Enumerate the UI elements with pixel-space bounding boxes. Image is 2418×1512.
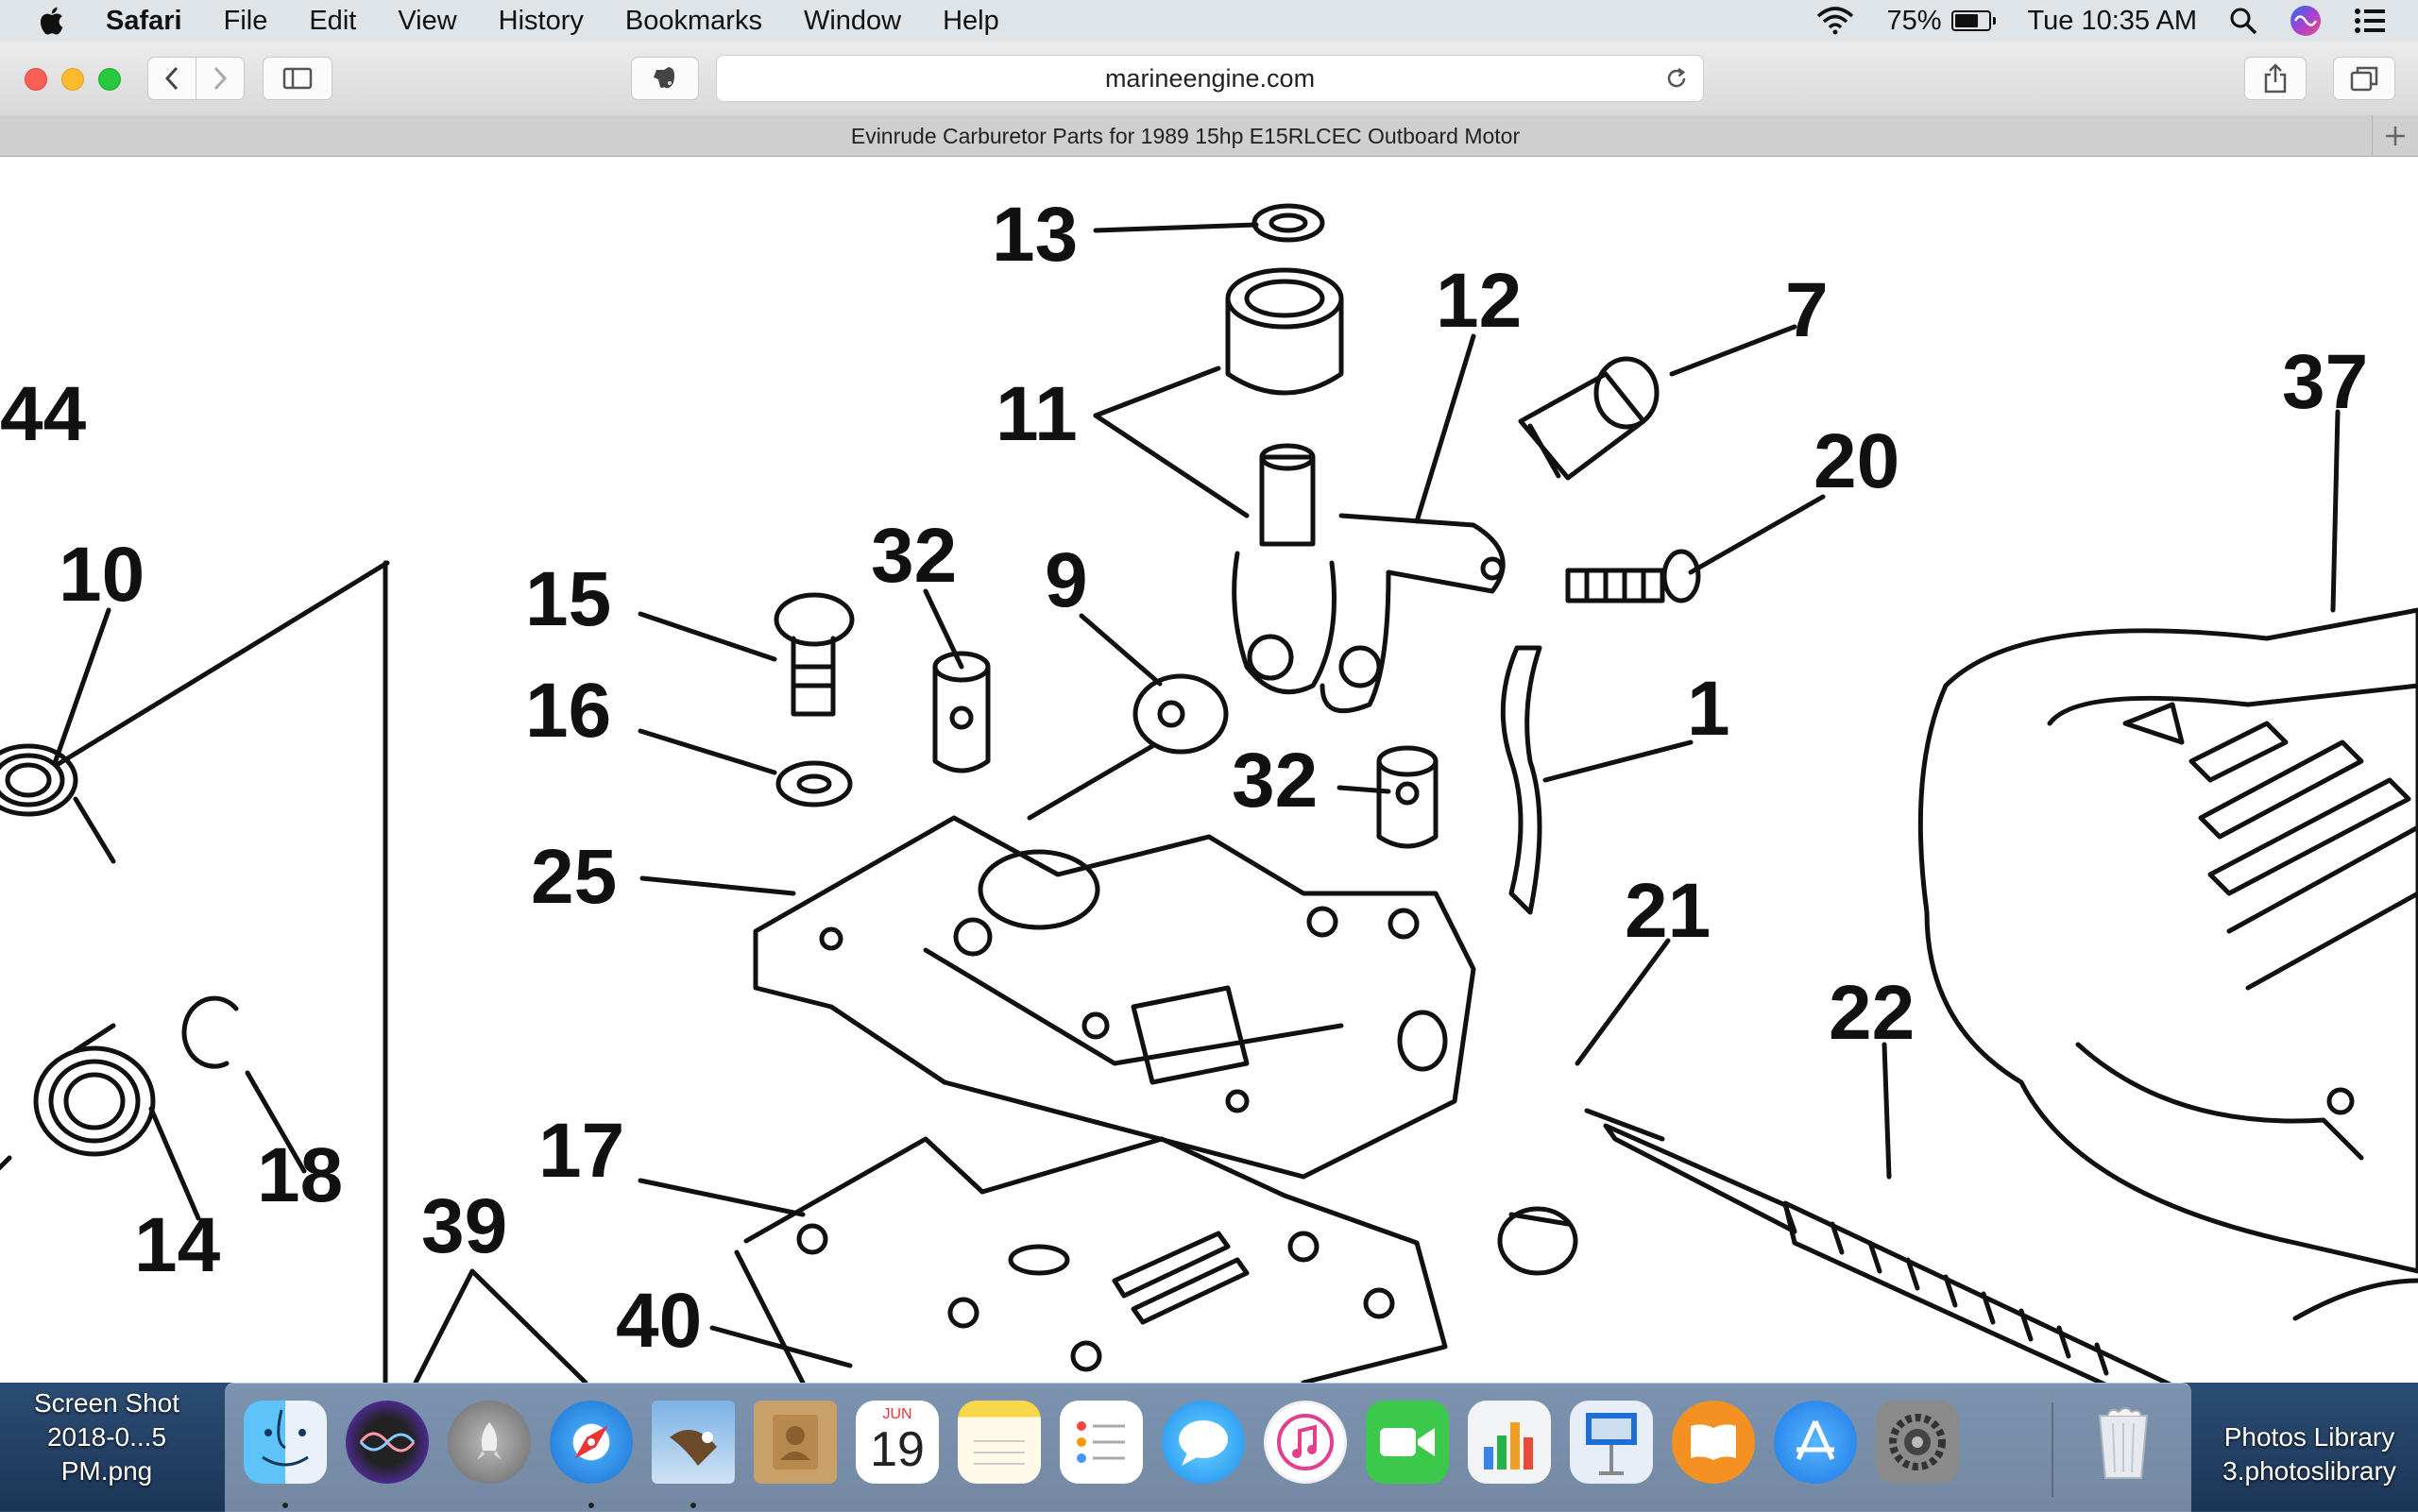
battery-fill [1954, 14, 1979, 27]
wifi-icon[interactable] [1816, 7, 1854, 35]
elephant-icon [654, 67, 674, 89]
battery-icon [1950, 10, 1991, 31]
part-label-16: 16 [525, 668, 611, 754]
reload-icon[interactable] [1663, 65, 1690, 98]
tab-bar: Evinrude Carburetor Parts for 1989 15hp … [0, 115, 2418, 157]
part-label-40: 40 [616, 1278, 702, 1364]
calendar-day: 19 [870, 1422, 925, 1477]
desktop-file-photos-line1: Photos Library [2223, 1422, 2395, 1452]
notification-center-icon[interactable] [2354, 8, 2386, 34]
dock-finder-icon[interactable] [244, 1401, 327, 1484]
dock-mail-icon[interactable] [652, 1401, 735, 1484]
plus-icon [2386, 127, 2405, 145]
sidebar-button[interactable] [263, 57, 332, 100]
dock-siri-icon[interactable] [346, 1401, 429, 1484]
part-label-32-bottom: 32 [1232, 738, 1318, 824]
dock-finder-running-dot [282, 1503, 288, 1508]
part-label-15: 15 [525, 556, 611, 642]
dock-safari-running-dot [588, 1503, 594, 1508]
part-label-18: 18 [257, 1132, 343, 1218]
new-tab-button[interactable] [2372, 115, 2418, 157]
dock-app-store-icon[interactable] [1774, 1401, 1857, 1484]
dock-keynote-icon[interactable] [1570, 1401, 1653, 1484]
chevron-right-icon [213, 66, 228, 91]
spotlight-search-icon[interactable] [2229, 7, 2257, 35]
part-label-21: 21 [1625, 868, 1711, 954]
sidebar-icon [282, 67, 313, 90]
share-button[interactable] [2244, 57, 2307, 100]
battery-percent: 75% [1886, 5, 1942, 36]
desktop-file-screenshot-line2: 2018-0...5 PM.png [46, 1422, 167, 1486]
dock-messages-icon[interactable] [1162, 1401, 1245, 1484]
dock-contacts-icon[interactable] [754, 1401, 837, 1484]
dock-itunes-icon[interactable] [1264, 1401, 1347, 1484]
dock-system-preferences-icon[interactable] [1876, 1401, 1959, 1484]
address-bar[interactable]: marineengine.com [716, 55, 1704, 102]
part-label-32-top: 32 [871, 513, 957, 599]
part-label-10: 10 [59, 532, 145, 618]
part-label-12: 12 [1436, 258, 1522, 344]
browser-toolbar: marineengine.com [0, 42, 2418, 116]
part-label-39: 39 [421, 1183, 507, 1269]
part-label-11: 11 [996, 371, 1078, 457]
menu-app-name[interactable]: Safari [106, 5, 182, 36]
desktop-file-screenshot[interactable]: Screen Shot 2018-0...5 PM.png [0, 1386, 213, 1488]
active-tab-title[interactable]: Evinrude Carburetor Parts for 1989 15hp … [850, 124, 1521, 148]
menu-edit[interactable]: Edit [309, 5, 357, 36]
dock-reminders-icon[interactable] [1060, 1401, 1143, 1484]
calendar-month: JUN [882, 1406, 912, 1422]
part-label-14: 14 [134, 1202, 221, 1288]
address-text: marineengine.com [1104, 63, 1316, 93]
part-label-1: 1 [1687, 666, 1730, 752]
dock-calendar-icon[interactable]: JUN 19 [856, 1401, 939, 1484]
carburetor-parts-diagram: 13 12 7 11 37 44 20 10 32 9 15 1 16 32 2… [0, 192, 2418, 1383]
tabs-icon [2350, 66, 2378, 92]
dock-facetime-icon[interactable] [1366, 1401, 1449, 1484]
dock-separator [2052, 1402, 2053, 1497]
part-label-13: 13 [992, 192, 1078, 278]
share-icon [2264, 63, 2287, 93]
battery-tip [1992, 17, 1996, 25]
menu-help[interactable]: Help [943, 5, 999, 36]
dock-ibooks-icon[interactable] [1672, 1401, 1755, 1484]
part-label-9: 9 [1045, 537, 1088, 623]
dock-numbers-icon[interactable] [1468, 1401, 1551, 1484]
part-label-37: 37 [2282, 339, 2368, 425]
menu-history[interactable]: History [498, 5, 584, 36]
siri-icon[interactable] [2290, 5, 2322, 37]
close-window-button[interactable] [25, 68, 47, 91]
dock: JUN 19 [225, 1383, 2191, 1512]
chevron-left-icon [164, 66, 179, 91]
battery-status[interactable]: 75% [1886, 5, 1996, 37]
back-button[interactable] [147, 57, 196, 100]
dock-trash-icon[interactable] [2082, 1401, 2165, 1484]
menu-view[interactable]: View [398, 5, 457, 36]
forward-button[interactable] [196, 57, 245, 100]
desktop-file-photos-line2: 3.photoslibrary [2222, 1456, 2396, 1486]
fullscreen-window-button[interactable] [98, 68, 121, 91]
page-content: 13 12 7 11 37 44 20 10 32 9 15 1 16 32 2… [0, 157, 2418, 1383]
menu-bar: Safari File Edit View History Bookmarks … [0, 0, 2418, 42]
dock-launchpad-icon[interactable] [448, 1401, 531, 1484]
part-label-25: 25 [531, 834, 617, 920]
part-label-20: 20 [1814, 418, 1899, 504]
dock-mail-running-dot [690, 1503, 696, 1508]
part-label-7: 7 [1785, 267, 1829, 353]
minimize-window-button[interactable] [61, 68, 84, 91]
menu-window[interactable]: Window [803, 5, 902, 36]
menubar-clock[interactable]: Tue 10:35 AM [2027, 5, 2197, 36]
desktop-file-photos-library[interactable]: Photos Library 3.photoslibrary [2201, 1420, 2418, 1488]
evernote-extension-button[interactable] [631, 57, 699, 100]
desktop-file-screenshot-line1: Screen Shot [33, 1388, 180, 1418]
dock-safari-icon[interactable] [550, 1401, 633, 1484]
part-label-17: 17 [538, 1108, 624, 1194]
part-label-44: 44 [0, 371, 87, 457]
apple-menu-icon[interactable] [36, 4, 70, 38]
menu-bookmarks[interactable]: Bookmarks [624, 5, 762, 36]
dock-notes-icon[interactable] [958, 1401, 1041, 1484]
part-label-22: 22 [1829, 970, 1915, 1056]
tab-overview-button[interactable] [2333, 57, 2395, 100]
menu-file[interactable]: File [223, 5, 268, 36]
